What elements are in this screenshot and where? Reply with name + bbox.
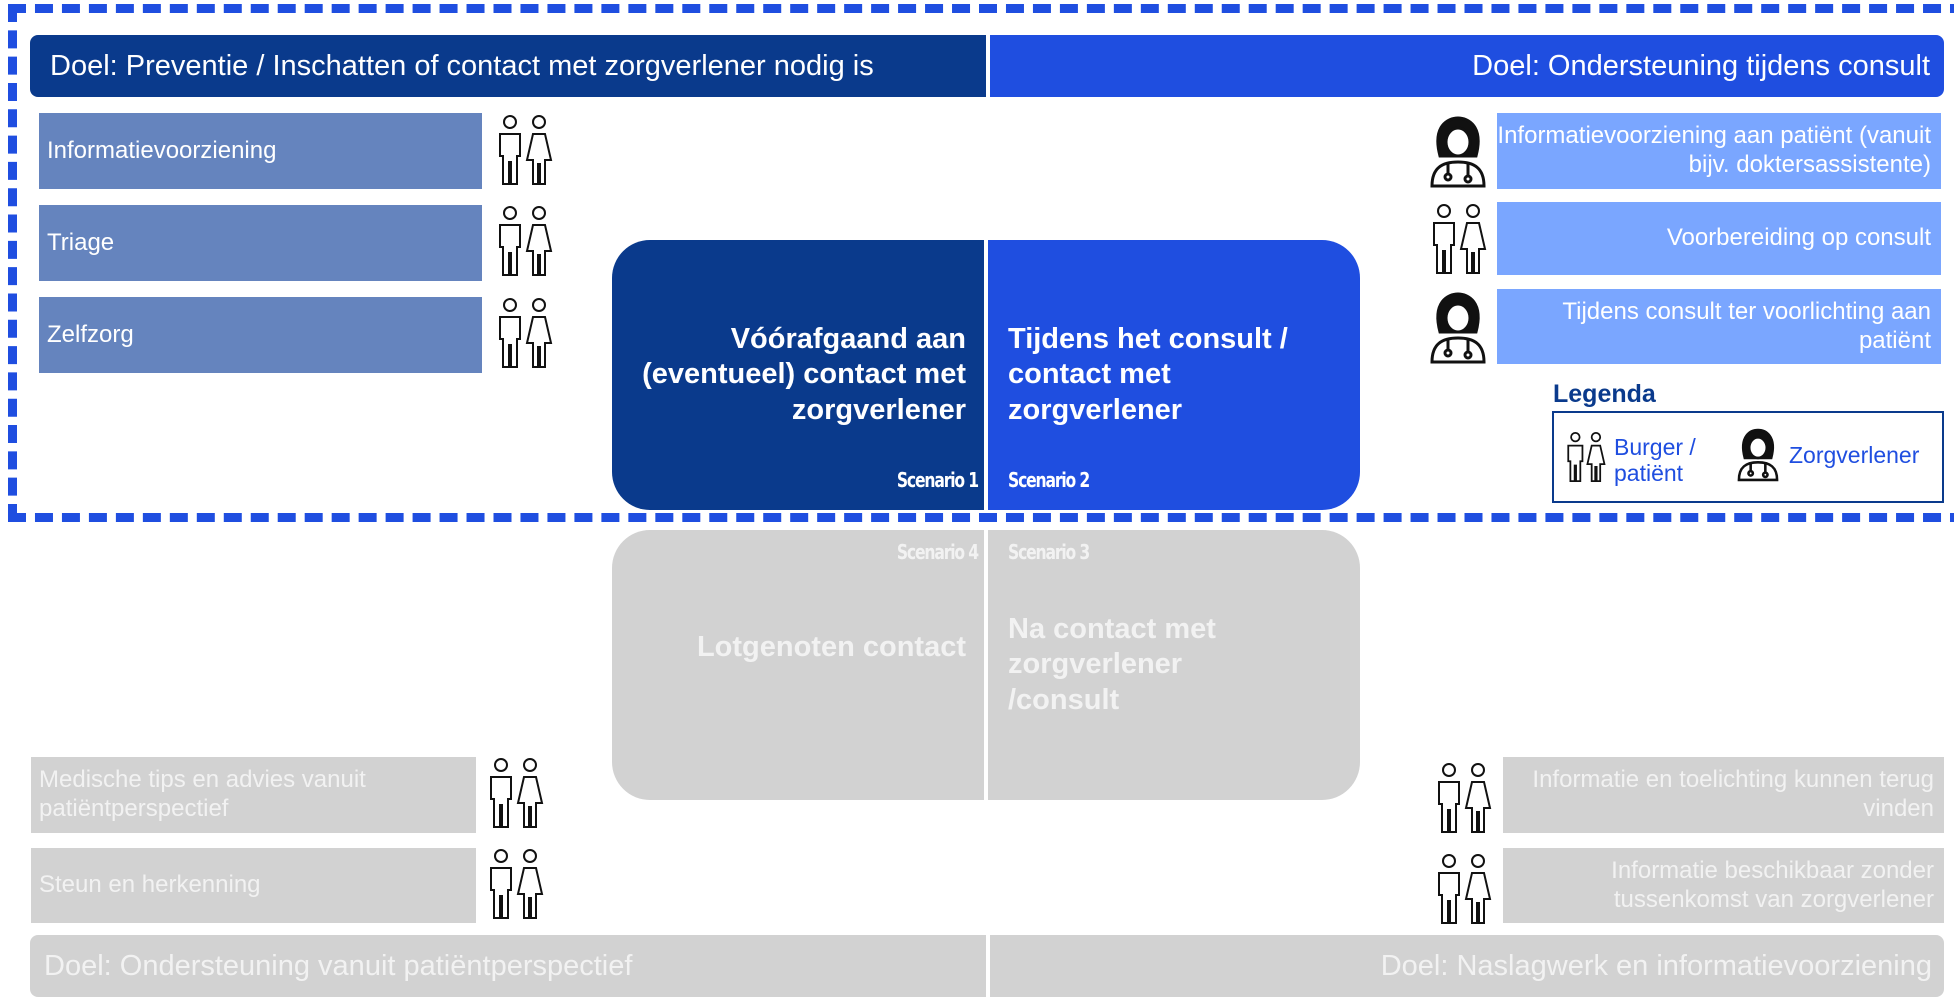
scenario-4-label: Scenario 4	[896, 540, 979, 564]
goal-bottom-left: Doel: Ondersteuning vanuit patiëntperspe…	[30, 935, 986, 997]
citizen-patient-icon	[1567, 431, 1606, 483]
citizen-patient-icon	[1433, 204, 1487, 274]
scenario-3-title: Na contact met zorgverlener /consult	[1008, 613, 1216, 716]
list-item: Steun en herkenning	[31, 848, 476, 923]
scenario-4-quadrant: Scenario 4 Lotgenoten contact	[612, 530, 984, 800]
care-provider-icon	[1737, 428, 1779, 482]
list-item: Zelfzorg	[39, 297, 482, 373]
goal-top-right-label: Doel: Ondersteuning tijdens consult	[1472, 49, 1930, 82]
item-label: Informatievoorziening	[47, 136, 277, 164]
scenario-2-title: Tijdens het consult / contact met zorgve…	[1008, 323, 1288, 426]
citizen-patient-icon	[499, 206, 553, 276]
goal-top-left: Doel: Preventie / Inschatten of contact …	[30, 35, 986, 97]
citizen-patient-icon	[499, 115, 553, 185]
item-label: Informatie beschikbaar zonder tussenkoms…	[1611, 856, 1934, 913]
care-provider-icon	[1430, 116, 1486, 188]
goal-bottom-left-label: Doel: Ondersteuning vanuit patiëntperspe…	[44, 949, 633, 982]
legend-box	[1552, 411, 1944, 503]
list-item: Voorbereiding op consult	[1497, 202, 1941, 275]
scenario-1-title: Vóórafgaand aan (eventueel) contact met …	[642, 323, 966, 426]
list-item: Informatie en toelichting kunnen terug v…	[1503, 757, 1944, 833]
goal-bottom-right-label: Doel: Naslagwerk en informatievoorzienin…	[1380, 949, 1932, 982]
citizen-patient-icon	[490, 849, 544, 919]
goal-top-left-label: Doel: Preventie / Inschatten of contact …	[50, 49, 874, 82]
dashed-focus-region	[8, 4, 1954, 522]
list-item: Triage	[39, 205, 482, 281]
goal-bottom-right: Doel: Naslagwerk en informatievoorzienin…	[990, 935, 1944, 997]
scenario-4-title: Lotgenoten contact	[696, 631, 966, 663]
goal-top-right: Doel: Ondersteuning tijdens consult	[990, 35, 1944, 97]
list-item: Medische tips en advies vanuit patiëntpe…	[31, 757, 476, 833]
item-label: Medische tips en advies vanuit patiëntpe…	[39, 766, 366, 822]
item-label: Triage	[47, 228, 115, 256]
item-label: Informatie en toelichting kunnen terug v…	[1532, 766, 1934, 822]
scenario-3-label: Scenario 3	[1008, 540, 1090, 564]
item-label: Steun en herkenning	[39, 871, 261, 899]
scenario-2-quadrant: Tijdens het consult / contact met zorgve…	[988, 240, 1360, 510]
item-label: Zelfzorg	[47, 320, 134, 348]
scenario-2-label: Scenario 2	[1008, 468, 1090, 492]
citizen-patient-icon	[499, 298, 553, 368]
list-item: Informatievoorziening	[39, 113, 482, 189]
care-provider-icon	[1430, 292, 1486, 364]
item-label: Tijdens consult ter voorlichting aan pat…	[1562, 297, 1931, 354]
citizen-patient-icon	[1438, 763, 1492, 833]
legend-provider-label: Zorgverlener	[1789, 442, 1920, 468]
legend-citizen-label: Burger / patiënt	[1614, 434, 1696, 487]
scenario-3-quadrant: Scenario 3 Na contact met zorgverlener /…	[988, 530, 1360, 800]
scenario-1-quadrant: Vóórafgaand aan (eventueel) contact met …	[612, 240, 984, 510]
list-item: Tijdens consult ter voorlichting aan pat…	[1497, 289, 1941, 364]
scenario-1-label: Scenario 1	[896, 468, 979, 492]
list-item: Informatievoorziening aan patiënt (vanui…	[1497, 113, 1941, 189]
item-label: Informatievoorziening aan patiënt (vanui…	[1497, 122, 1931, 178]
item-label: Voorbereiding op consult	[1666, 224, 1931, 252]
citizen-patient-icon	[490, 758, 544, 828]
list-item: Informatie beschikbaar zonder tussenkoms…	[1503, 848, 1944, 923]
legend-title: Legenda	[1553, 380, 1656, 408]
citizen-patient-icon	[1438, 854, 1492, 924]
